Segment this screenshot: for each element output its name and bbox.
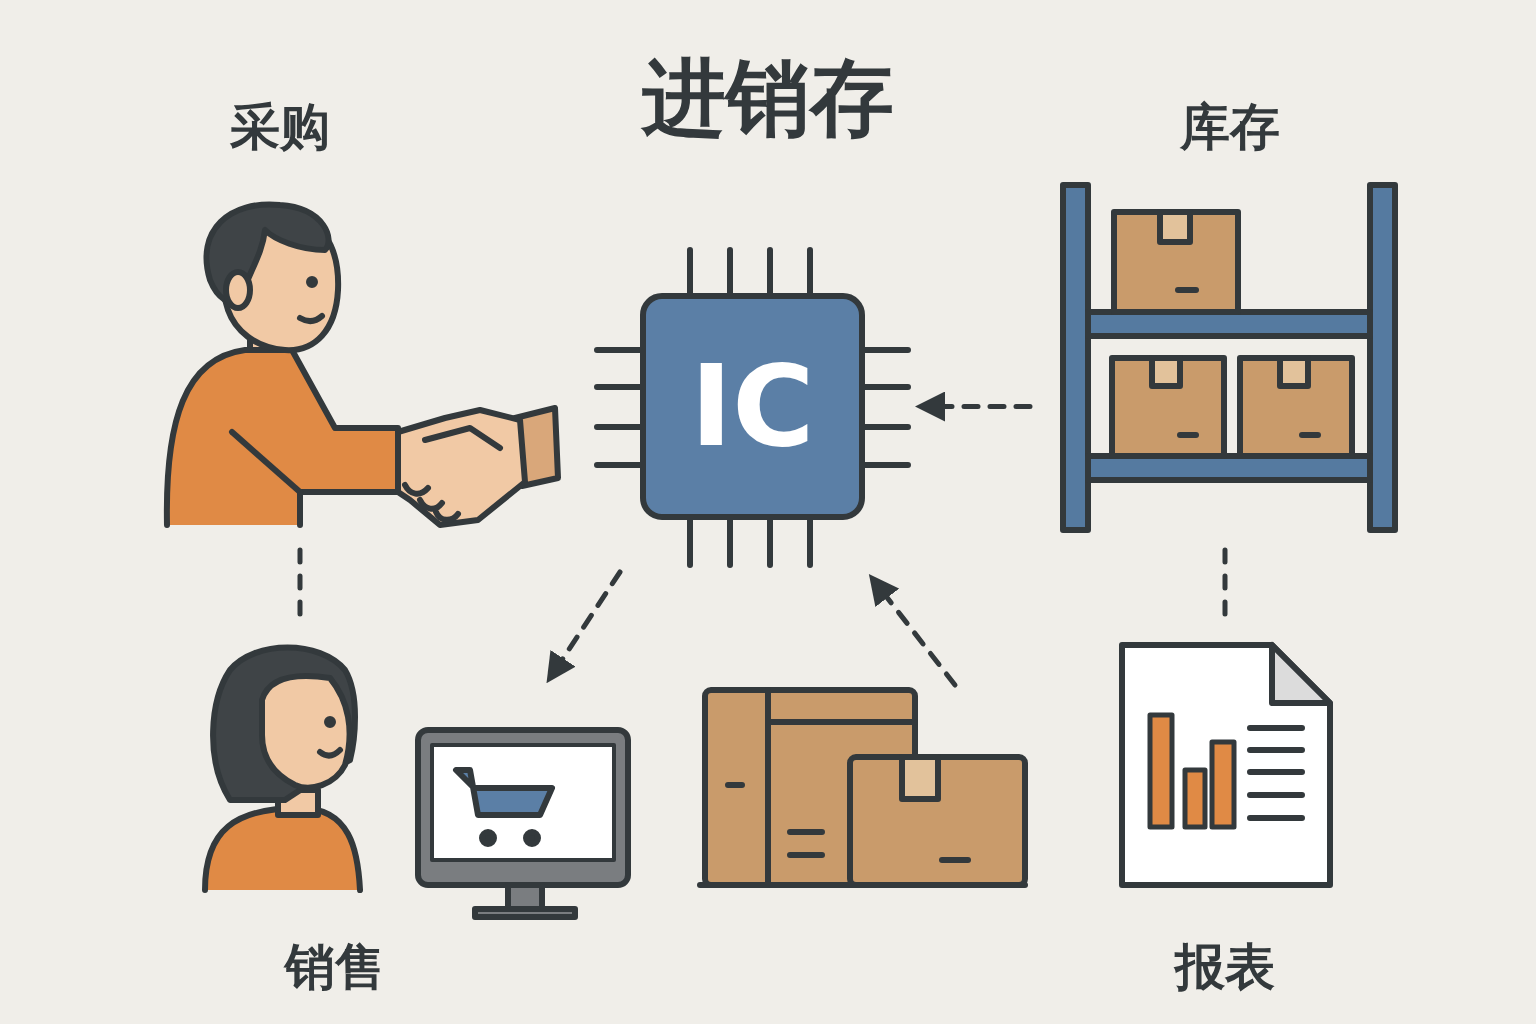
flow-arrow: [925, 404, 1030, 409]
seller-figure: [205, 648, 360, 891]
warehouse-shelf: [1063, 185, 1395, 530]
diagram-title: 进销存: [0, 52, 1536, 144]
goods-boxes: [700, 690, 1025, 885]
flow-arrow: [875, 582, 955, 685]
shop-monitor: [418, 730, 628, 917]
section-label: 报表: [1175, 940, 1275, 995]
section-label: 销售: [285, 940, 385, 995]
report-document: [1122, 645, 1330, 885]
section-label: 采购: [230, 100, 330, 155]
chip-label: IC: [691, 345, 815, 468]
flow-arrow: [552, 572, 620, 675]
sales-node: 销售: [200, 640, 470, 995]
chip-pins: [597, 250, 908, 565]
buyer-figure: [167, 204, 398, 525]
handshake-icon: [398, 408, 558, 525]
chip-node: IC: [640, 293, 865, 520]
section-label: 库存: [1180, 100, 1280, 155]
dashed-link: [1223, 550, 1228, 620]
report-node: 报表: [1110, 640, 1340, 995]
inventory-node: 库存: [1060, 100, 1400, 530]
dashed-link: [298, 550, 303, 620]
buyer-node: 采购: [160, 100, 400, 530]
